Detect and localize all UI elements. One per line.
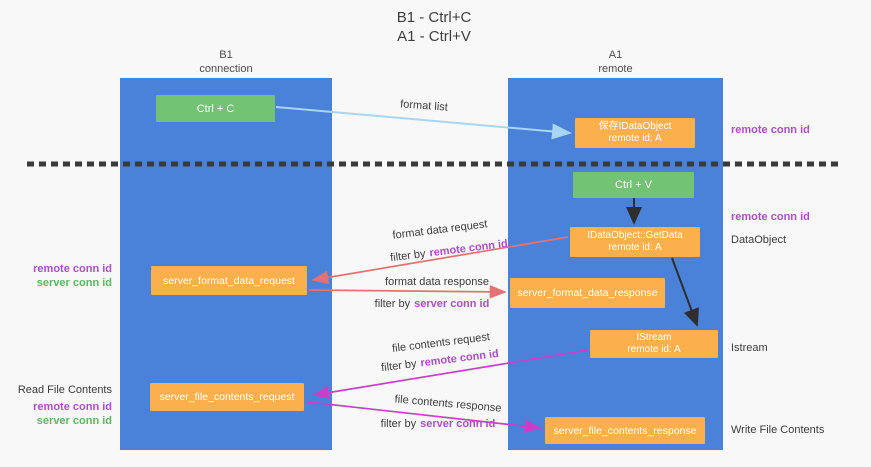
right-remote-conn-id-label-1: remote conn id: [731, 124, 810, 136]
filter-by-text: filter by: [374, 298, 411, 310]
left-remote-conn-id-label-2: remote conn id: [33, 401, 112, 413]
istream-label: Istream: [731, 342, 768, 354]
filter-by-text: filter by: [389, 247, 427, 265]
format-data-request-label: format data request: [391, 218, 489, 242]
remote-conn-id-term: remote conn id: [428, 237, 509, 260]
format-data-response-arrow: [308, 285, 507, 299]
box-server-file-contents-response: server_file_contents_response: [545, 417, 705, 444]
box-server-format-data-request: server_format_data_request: [151, 266, 307, 295]
filter-by-text: filter by: [380, 357, 418, 375]
write-file-contents-label: Write File Contents: [731, 424, 825, 436]
format-data-response-label: format data response: [385, 276, 489, 288]
right-remote-conn-id-label-2: remote conn id: [731, 211, 810, 223]
left-column-name: B1: [219, 49, 233, 61]
box-istream-line2: remote id: A: [627, 344, 681, 355]
title-line-2: A1 - Ctrl+V: [397, 28, 471, 45]
right-column-header: A1 remote: [508, 48, 723, 76]
box-getdata-line2: remote id: A: [608, 242, 662, 253]
server-conn-id-term: server conn id: [414, 298, 490, 310]
left-server-conn-id-label-1: server conn id: [36, 277, 112, 289]
box-server-file-contents-request: server_file_contents_request: [150, 383, 304, 411]
left-remote-conn-id-label-1: remote conn id: [33, 263, 112, 275]
left-server-conn-id-label-2: server conn id: [36, 415, 112, 427]
box-save-idataobject-line2: remote id: A: [608, 133, 662, 144]
server-conn-id-term: server conn id: [420, 418, 496, 430]
title-line-1: B1 - Ctrl+C: [396, 9, 472, 26]
box-getdata-line1: IDataObject::GetData: [587, 229, 683, 241]
read-file-contents-label: Read File Contents: [17, 384, 112, 396]
box-server-format-data-response: server_format_data_response: [510, 278, 665, 308]
diagram-title: B1 - Ctrl+C A1 - Ctrl+V: [334, 8, 534, 46]
format-list-label: format list: [399, 98, 449, 114]
left-column-header: B1 connection: [120, 48, 332, 76]
file-contents-response-label: file contents response: [394, 393, 502, 415]
left-column-subtitle: connection: [199, 63, 253, 75]
box-save-idataobject-line1: 保存IDataObject: [598, 120, 672, 132]
box-save-idataobject: 保存IDataObject remote id: A: [575, 118, 695, 148]
filter-by-text: filter by: [380, 418, 417, 430]
box-ctrl-c: Ctrl + C: [156, 95, 275, 122]
dataobject-label: DataObject: [731, 234, 787, 246]
box-ctrl-v: Ctrl + V: [573, 172, 694, 198]
right-column-name: A1: [608, 49, 623, 61]
remote-conn-id-term: remote conn id: [419, 347, 500, 370]
box-idataobject-getdata: IDataObject::GetData remote id: A: [570, 227, 700, 257]
right-column-subtitle: remote: [598, 63, 633, 75]
box-istream: IStream remote id: A: [590, 330, 718, 358]
box-istream-line1: IStream: [636, 331, 672, 343]
